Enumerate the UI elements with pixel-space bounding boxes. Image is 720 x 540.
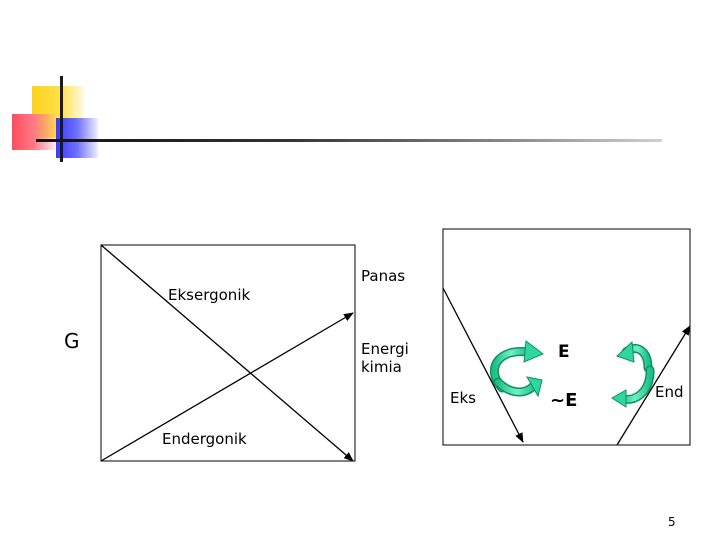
endergonic-arrow	[100, 312, 354, 462]
page-number: 5	[668, 515, 676, 529]
right-diagram-box	[442, 228, 691, 446]
decor-vertical-line	[60, 76, 63, 162]
energy-label: E	[558, 342, 570, 362]
energi-label: Energi	[361, 340, 409, 358]
kimia-label: kimia	[361, 358, 402, 376]
decor-blue-square	[56, 118, 98, 158]
title-underline	[36, 139, 662, 142]
left-diagram-box	[100, 244, 356, 462]
decor-red-square	[12, 114, 56, 150]
coupling-arrow-right	[611, 340, 655, 408]
exergonic-arrow	[100, 244, 354, 462]
minus-energy-label: ~E	[550, 390, 578, 411]
end-uphill-arrow	[616, 325, 691, 446]
g-axis-label: G	[64, 329, 80, 353]
end-label: End	[655, 383, 684, 401]
coupling-arrow-left	[490, 340, 544, 398]
eksergonik-label: Eksergonik	[168, 286, 251, 304]
panas-label: Panas	[361, 267, 406, 285]
eks-downhill-arrow	[442, 287, 524, 443]
endergonik-label: Endergonik	[162, 430, 247, 448]
eks-label: Eks	[450, 389, 476, 407]
